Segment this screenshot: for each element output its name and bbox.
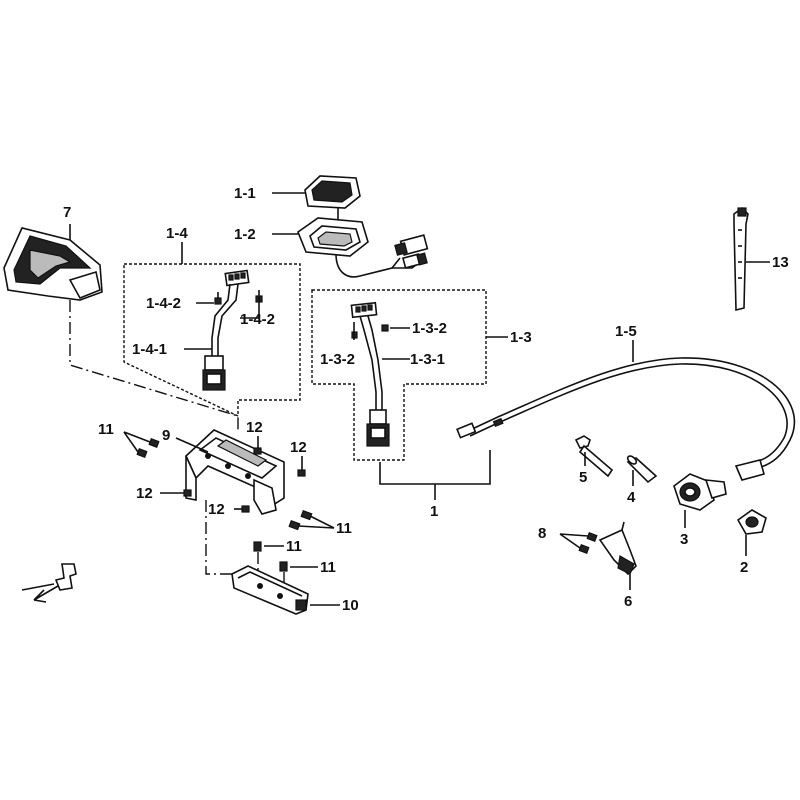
label-1-5: 1-5 xyxy=(615,323,637,340)
label-11-stay-upper: 11 xyxy=(286,538,302,555)
meter-stay-part-10 xyxy=(231,565,309,615)
label-1: 1 xyxy=(430,503,438,520)
label-6: 6 xyxy=(624,593,632,610)
label-1-2: 1-2 xyxy=(234,226,256,243)
label-13: 13 xyxy=(772,254,789,271)
meter-case-part-1-2 xyxy=(297,217,369,257)
label-1-3-1: 1-3-1 xyxy=(410,351,445,368)
gearbox-retainer-part-2 xyxy=(736,509,767,535)
label-12-top: 12 xyxy=(246,419,263,436)
label-5: 5 xyxy=(579,469,587,486)
screw-1-4-2-right xyxy=(255,290,263,303)
label-11-upper-left: 11 xyxy=(98,421,114,438)
label-4: 4 xyxy=(627,489,636,506)
bolt-part-5 xyxy=(574,435,614,478)
cable-band-part-13 xyxy=(733,206,749,312)
screw-1-4-2-left xyxy=(214,292,222,305)
screws-part-8 xyxy=(578,532,598,554)
meter-connector-b xyxy=(401,252,428,269)
harness-part-1-3-1 xyxy=(350,301,390,447)
label-12-right: 12 xyxy=(290,439,307,456)
speedometer-cable-part-1-5 xyxy=(456,357,796,481)
label-1-4: 1-4 xyxy=(166,225,188,242)
label-1-3: 1-3 xyxy=(510,329,532,346)
collar-part-4 xyxy=(626,455,658,484)
bolt-11-stay-lower xyxy=(279,561,288,572)
label-3: 3 xyxy=(680,531,688,548)
label-11-right: 11 xyxy=(336,520,352,537)
screw-1-3-2-left xyxy=(351,322,358,340)
label-8: 8 xyxy=(538,525,546,542)
label-12-left: 12 xyxy=(136,485,153,502)
label-2: 2 xyxy=(740,559,748,576)
meter-connector-a xyxy=(394,234,429,256)
nut-12-top xyxy=(253,447,262,455)
speedometer-gearbox-part-3 xyxy=(673,473,727,511)
nut-12-lower xyxy=(241,505,250,513)
bolt-11-upper-left xyxy=(136,438,160,458)
meter-lens-part-1-1 xyxy=(304,175,361,209)
screw-1-3-2-upper xyxy=(381,324,389,332)
label-1-1: 1-1 xyxy=(234,185,256,202)
nut-12-left xyxy=(183,489,192,497)
label-1-4-2-right: 1-4-2 xyxy=(240,311,275,328)
front-direction-arrow-icon xyxy=(21,563,77,603)
label-1-4-2-left: 1-4-2 xyxy=(146,295,181,312)
cable-guide-part-6 xyxy=(598,521,637,576)
label-1-3-2-lower: 1-3-2 xyxy=(320,351,355,368)
label-12-lower: 12 xyxy=(208,501,225,518)
label-1-3-2-upper: 1-3-2 xyxy=(412,320,447,337)
label-1-4-1: 1-4-1 xyxy=(132,341,167,358)
label-7: 7 xyxy=(63,204,71,221)
nut-12-right xyxy=(297,469,306,477)
harness-part-1-4-1 xyxy=(202,269,250,391)
label-9: 9 xyxy=(162,427,170,444)
bolt-11-right xyxy=(288,510,313,531)
label-11-stay-lower: 11 xyxy=(320,559,336,576)
bolt-11-stay-upper xyxy=(253,541,262,552)
cover-part-7 xyxy=(3,227,103,301)
label-10: 10 xyxy=(342,597,359,614)
meter-bracket-part-9 xyxy=(185,429,285,515)
